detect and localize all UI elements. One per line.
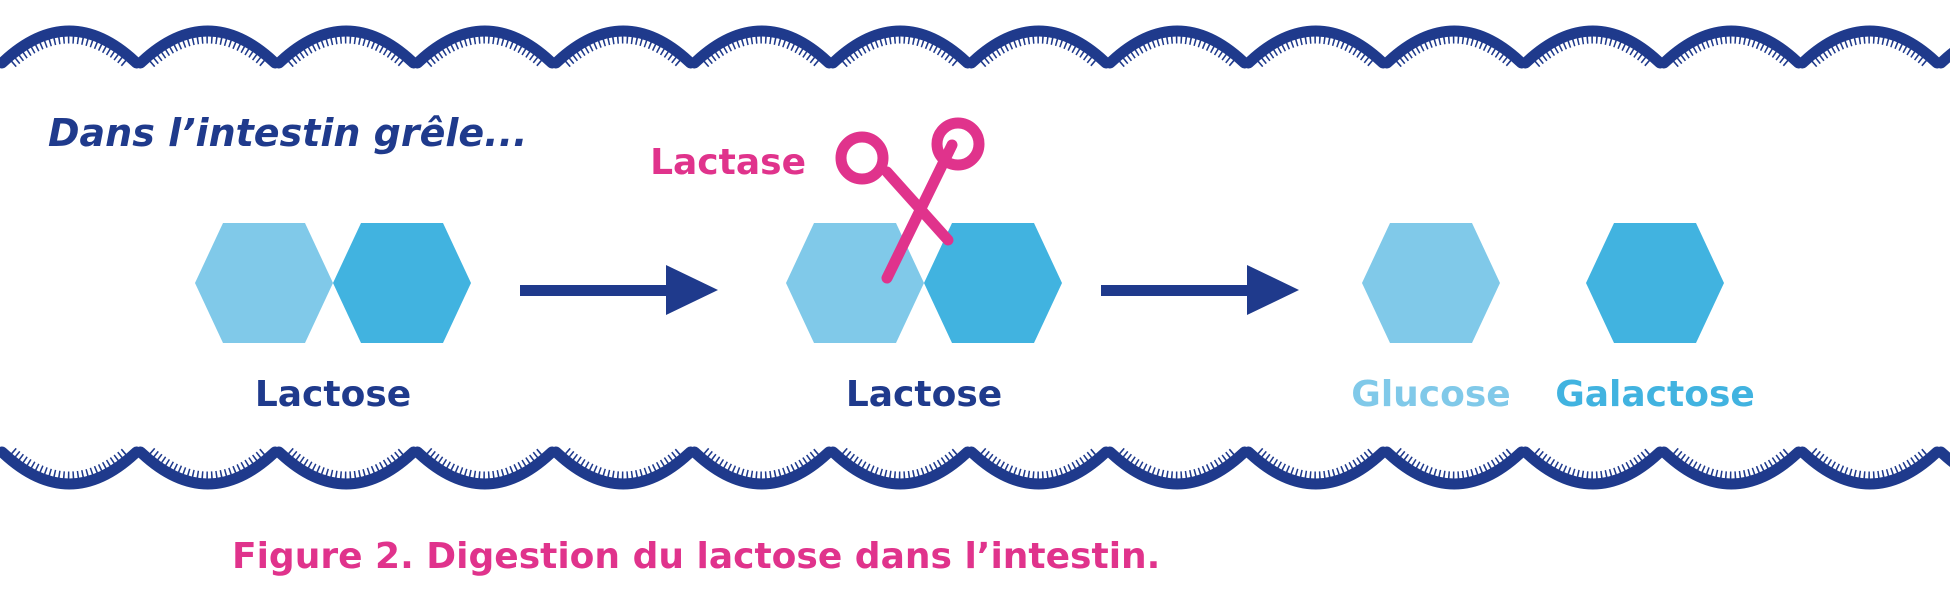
intestine-wall-bottom [0, 445, 1950, 515]
lactose-label-1: Lactose [255, 374, 411, 415]
scissors-icon [835, 117, 985, 284]
lactose-molecule-2 [786, 223, 1062, 343]
galactose-label: Galactose [1555, 374, 1755, 415]
intestine-wall-top [0, 0, 1950, 72]
glucose-hexagon [195, 223, 333, 343]
galactose-hexagon [924, 223, 1062, 343]
glucose-label: Glucose [1351, 374, 1510, 415]
arrow-right-icon [520, 265, 718, 315]
galactose-hexagon [1586, 223, 1724, 343]
galactose-hexagon [333, 223, 471, 343]
figure-caption: Figure 2. Digestion du lactose dans l’in… [232, 536, 1161, 577]
enzyme-label: Lactase [650, 142, 806, 183]
heading: Dans l’intestin grêle... [48, 111, 527, 155]
glucose-hexagon [1362, 223, 1500, 343]
lactose-label-2: Lactose [846, 374, 1002, 415]
glucose-hexagon [786, 223, 924, 343]
arrow-right-icon [1101, 265, 1299, 315]
lactose-molecule-1 [195, 223, 471, 343]
